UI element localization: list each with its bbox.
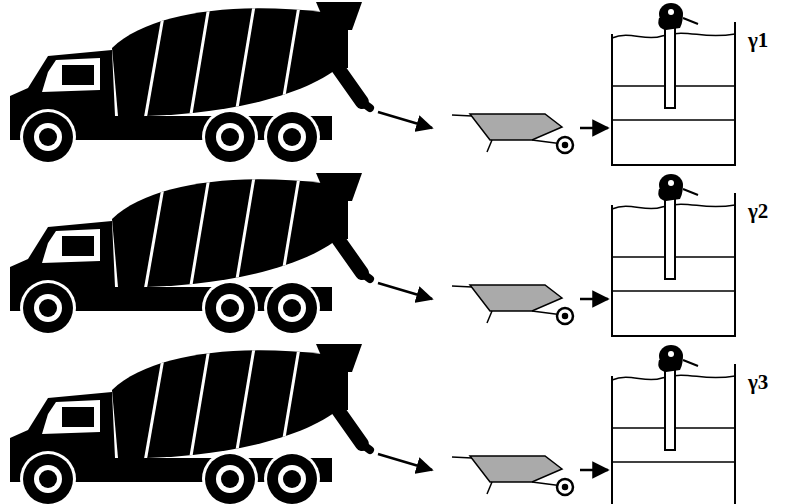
pour-row-1	[10, 0, 735, 165]
pour-row-3	[10, 342, 735, 504]
gamma-label: γ3	[748, 372, 768, 393]
pour-row-2	[10, 171, 735, 336]
gamma-label: γ1	[748, 30, 768, 51]
gamma-label: γ2	[748, 201, 768, 222]
